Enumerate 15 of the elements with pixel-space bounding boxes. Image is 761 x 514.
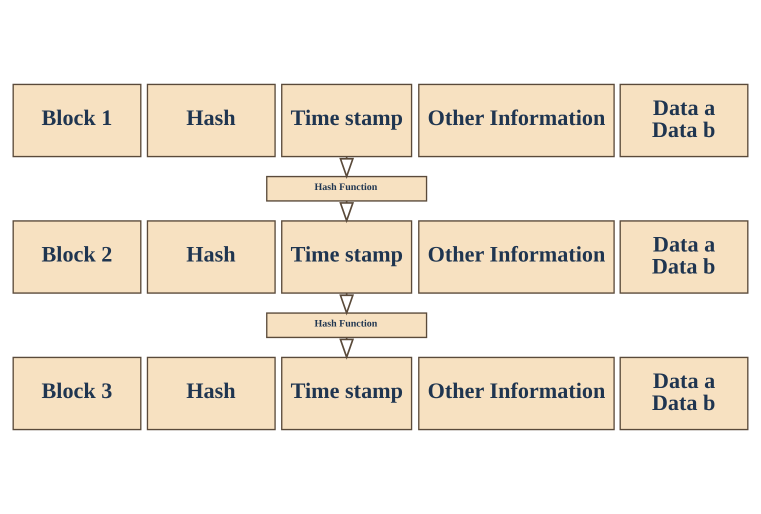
node-box: Block 2 [12, 220, 142, 294]
node-box: Data a Data b [620, 356, 748, 430]
node-box: Time stamp [281, 356, 412, 430]
node-box: Block 3 [12, 356, 142, 430]
node-box: Other Information [418, 356, 615, 430]
node-box: Hash [146, 84, 276, 158]
node-box: Time stamp [281, 84, 412, 158]
node-box: Hash [146, 356, 276, 430]
node-box: Data a Data b [620, 84, 748, 158]
node-box: Data a Data b [620, 220, 748, 294]
node-box: Hash [146, 220, 276, 294]
node-box: Other Information [418, 84, 615, 158]
node-box: Time stamp [281, 220, 412, 294]
node-box: Block 1 [12, 84, 142, 158]
node-box: Other Information [418, 220, 615, 294]
